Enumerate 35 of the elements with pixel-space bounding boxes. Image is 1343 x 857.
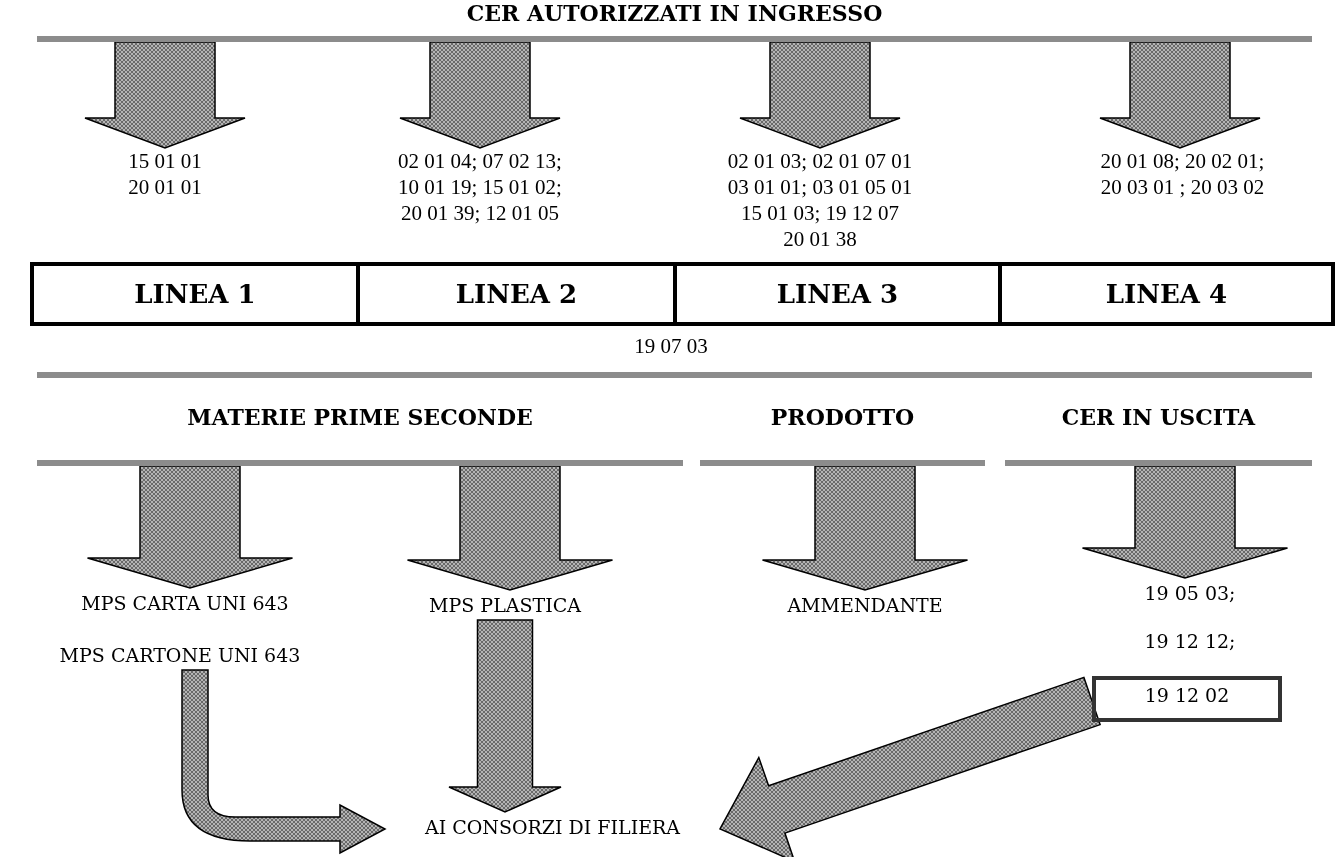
block-arrow xyxy=(739,41,901,149)
block-arrow xyxy=(1081,465,1289,579)
block-arrow xyxy=(181,669,386,854)
waste-code-text: 10 01 19; 15 01 02; xyxy=(397,174,563,200)
block-arrow xyxy=(761,465,969,591)
output-text: AMMENDANTE xyxy=(740,590,990,620)
block-arrow xyxy=(84,41,246,149)
section-heading: PRODOTTO xyxy=(700,404,985,466)
waste-code-text: 02 01 03; 02 01 07 01 xyxy=(726,148,914,174)
boxed-code: 19 12 02 xyxy=(1092,676,1282,722)
block-arrow xyxy=(448,619,562,813)
waste-code-text: 19 07 03 xyxy=(633,334,709,359)
block-arrow xyxy=(399,41,561,149)
waste-code-text: 20 03 01 ; 20 03 02 xyxy=(1099,174,1266,200)
section-heading: CER IN USCITA xyxy=(1005,404,1312,466)
output-text: MPS CARTONE UNI 643 xyxy=(5,640,355,670)
block-arrow xyxy=(86,465,294,589)
waste-code-text: 20 01 01 xyxy=(127,174,203,200)
waste-code-text: 20 01 38 xyxy=(782,226,858,252)
waste-code-text: 15 01 03; 19 12 07 xyxy=(739,200,901,226)
block-arrow xyxy=(718,676,1102,857)
waste-code-text: 19 05 03; xyxy=(1110,578,1270,608)
output-text: MPS CARTA UNI 643 xyxy=(30,588,340,618)
output-text: MPS PLASTICA xyxy=(380,590,630,620)
waste-code-text: 20 01 08; 20 02 01; xyxy=(1099,148,1266,174)
waste-code-text: 19 12 12; xyxy=(1110,626,1270,656)
waste-code-text: 20 01 39; 12 01 05 xyxy=(399,200,561,226)
section-heading: MATERIE PRIME SECONDE xyxy=(37,404,683,466)
waste-code-text: 15 01 01 xyxy=(127,148,203,174)
waste-code-text: 03 01 01; 03 01 05 01 xyxy=(726,174,914,200)
block-arrow xyxy=(1099,41,1261,149)
output-text: AI CONSORZI DI FILIERA xyxy=(385,812,720,846)
section-heading: CER AUTORIZZATI IN INGRESSO xyxy=(37,0,1312,42)
waste-code-text: 02 01 04; 07 02 13; xyxy=(397,148,563,174)
block-arrow xyxy=(406,465,614,591)
